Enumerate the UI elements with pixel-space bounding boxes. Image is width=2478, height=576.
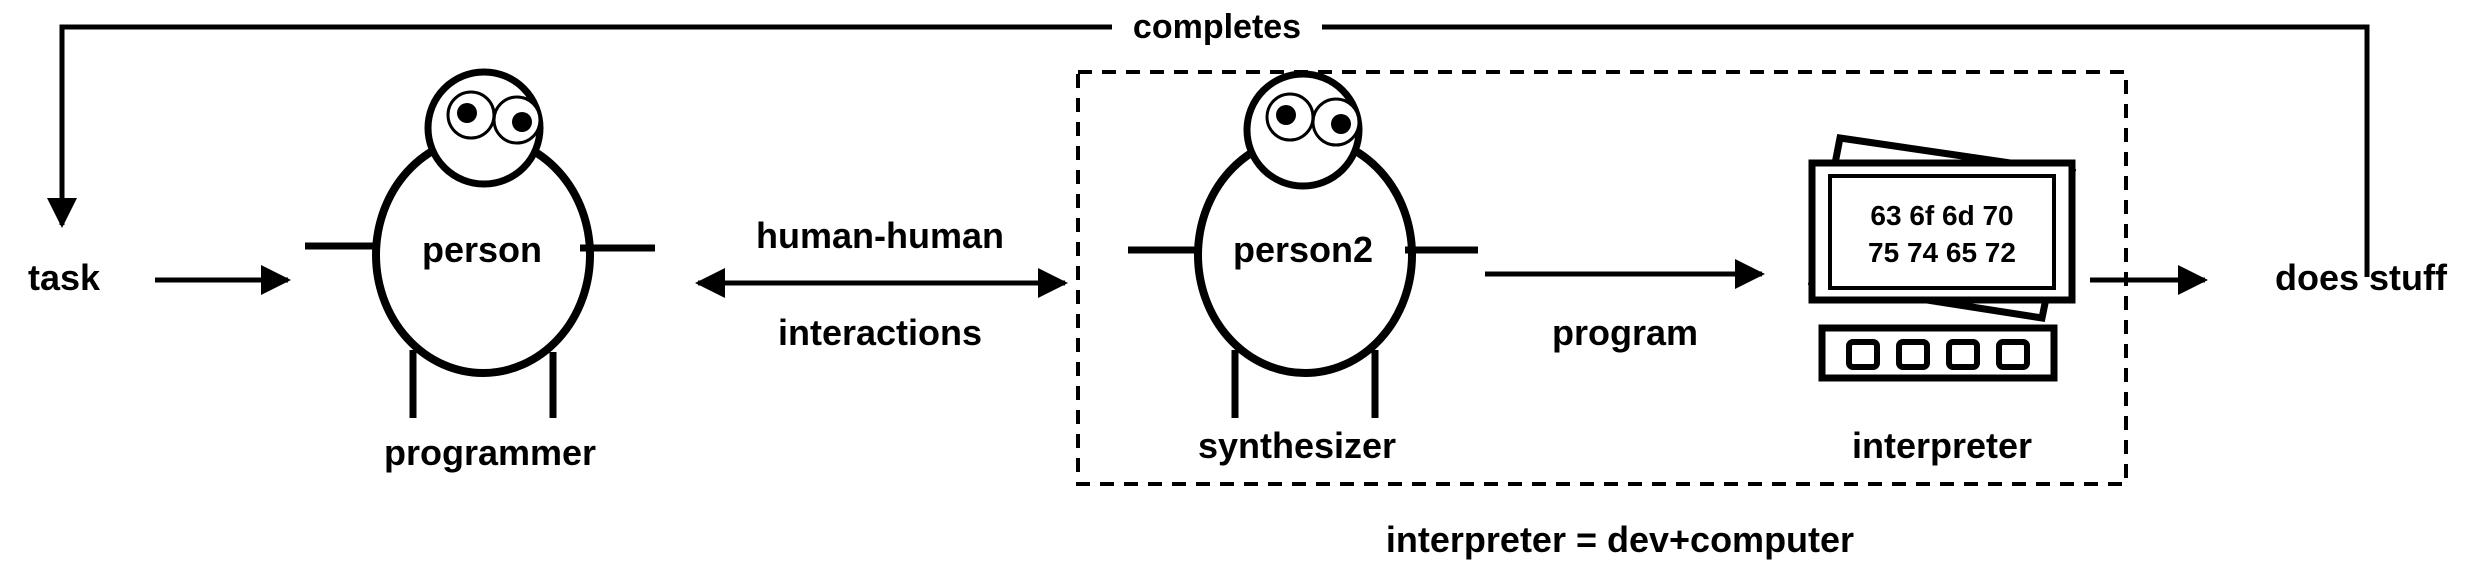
programmer-left-pupil — [457, 103, 477, 123]
synthesizer-body-label: person2 — [1233, 229, 1373, 270]
synthesizer-figure: person2 — [1128, 70, 1478, 418]
program-label: program — [1552, 312, 1698, 353]
programmer-caption: programmer — [384, 432, 596, 473]
keyboard-key — [1996, 339, 2030, 370]
completes-loop-line — [62, 24, 2370, 277]
programmer-right-pupil — [512, 112, 532, 132]
interaction-label-line2: interactions — [778, 312, 982, 353]
does-stuff-label: does stuff — [2275, 257, 2448, 298]
computer-screen-line1: 63 6f 6d 70 — [1870, 200, 2013, 231]
interpreter-computer: 63 6f 6d 70 75 74 65 72 — [1807, 134, 2077, 382]
keyboard-key — [1946, 339, 1980, 370]
computer-screen — [1828, 174, 2056, 290]
keyboard-key — [1846, 339, 1880, 370]
synthesizer-left-pupil — [1276, 105, 1296, 125]
footer-caption: interpreter = dev+computer — [1386, 519, 1854, 560]
keyboard-key — [1896, 339, 1930, 370]
task-label: task — [28, 257, 101, 298]
synthesizer-caption: synthesizer — [1198, 425, 1396, 466]
synthesizer-right-pupil — [1331, 114, 1351, 134]
interpreter-caption: interpreter — [1852, 425, 2032, 466]
interaction-label-line1: human-human — [756, 215, 1004, 256]
computer-screen-line2: 75 74 65 72 — [1868, 237, 2016, 268]
completes-label: completes — [1133, 8, 1301, 46]
programmer-figure: person — [305, 68, 655, 418]
programmer-body-label: person — [422, 229, 542, 270]
